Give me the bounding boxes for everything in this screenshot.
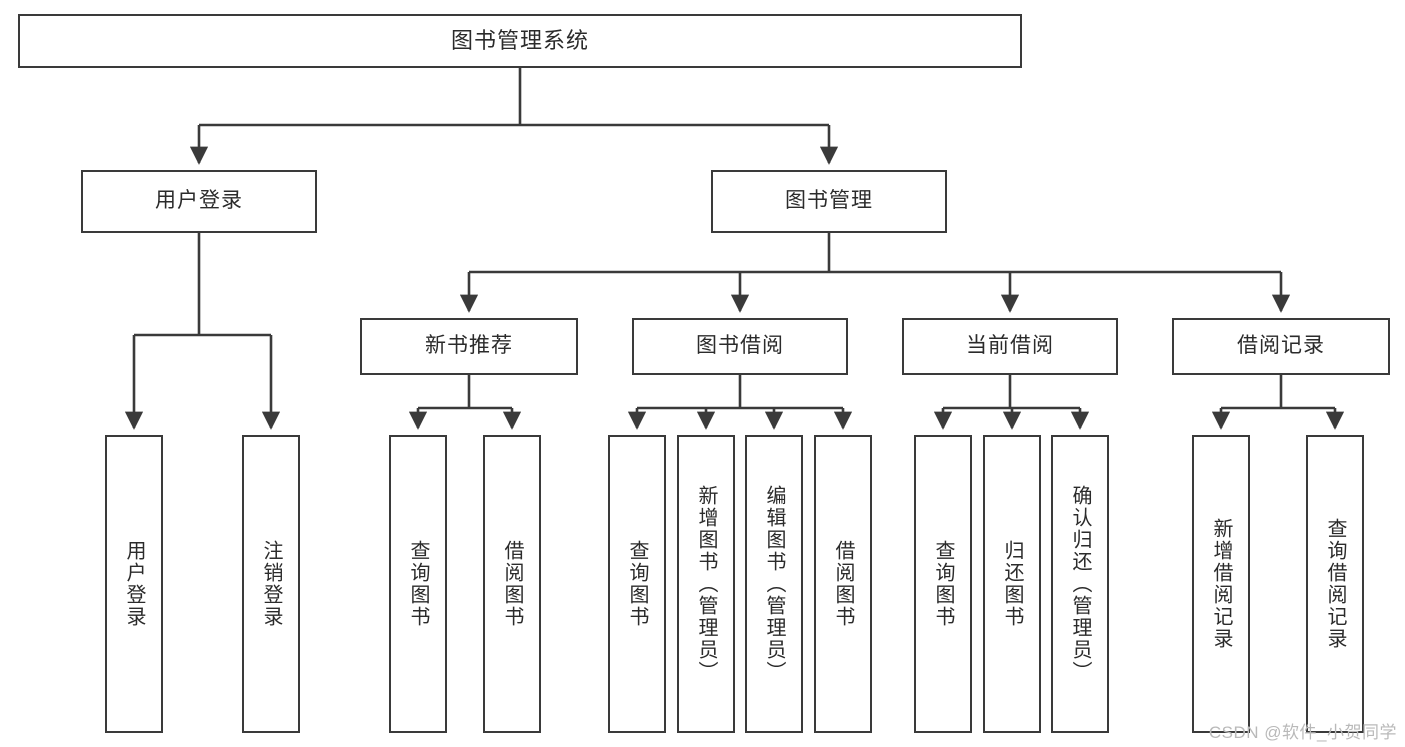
leaf-user-login-1-label: 用户登录: [123, 540, 145, 628]
node-root[interactable]: 图书管理系统: [18, 14, 1022, 68]
node-borrow-record[interactable]: 借阅记录: [1172, 318, 1390, 375]
leaf-user-login-1[interactable]: 用户登录: [105, 435, 163, 733]
leaf-book-borrow-3[interactable]: 编辑图书（管理员）: [745, 435, 803, 733]
leaf-current-borrow-1[interactable]: 查询图书: [914, 435, 972, 733]
node-user-login[interactable]: 用户登录: [81, 170, 317, 233]
node-book-manage-label: 图书管理: [785, 189, 873, 213]
leaf-new-book-1[interactable]: 查询图书: [389, 435, 447, 733]
node-book-manage[interactable]: 图书管理: [711, 170, 947, 233]
leaf-new-book-2-label: 借阅图书: [501, 540, 523, 628]
node-root-label: 图书管理系统: [450, 28, 589, 54]
node-borrow-record-label: 借阅记录: [1237, 334, 1325, 358]
leaf-current-borrow-3-label: 确认归还（管理员）: [1069, 485, 1091, 683]
leaf-book-borrow-3-label: 编辑图书（管理员）: [763, 485, 785, 683]
leaf-book-borrow-1-label: 查询图书: [626, 540, 648, 628]
leaf-book-borrow-2[interactable]: 新增图书（管理员）: [677, 435, 735, 733]
node-book-borrow-label: 图书借阅: [696, 334, 784, 358]
leaf-current-borrow-2-label: 归还图书: [1001, 540, 1023, 628]
leaf-user-login-2-label: 注销登录: [260, 540, 282, 628]
leaf-user-login-2[interactable]: 注销登录: [242, 435, 300, 733]
leaf-book-borrow-4[interactable]: 借阅图书: [814, 435, 872, 733]
leaf-borrow-record-1-label: 新增借阅记录: [1210, 518, 1232, 650]
leaf-new-book-2[interactable]: 借阅图书: [483, 435, 541, 733]
node-new-book-recommend-label: 新书推荐: [425, 334, 513, 358]
leaf-current-borrow-1-label: 查询图书: [932, 540, 954, 628]
leaf-book-borrow-1[interactable]: 查询图书: [608, 435, 666, 733]
node-current-borrow[interactable]: 当前借阅: [902, 318, 1118, 375]
leaf-book-borrow-2-label: 新增图书（管理员）: [695, 485, 717, 683]
leaf-borrow-record-2-label: 查询借阅记录: [1324, 518, 1346, 650]
leaf-borrow-record-1[interactable]: 新增借阅记录: [1192, 435, 1250, 733]
node-current-borrow-label: 当前借阅: [966, 334, 1054, 358]
leaf-new-book-1-label: 查询图书: [407, 540, 429, 628]
leaf-book-borrow-4-label: 借阅图书: [832, 540, 854, 628]
leaf-current-borrow-3[interactable]: 确认归还（管理员）: [1051, 435, 1109, 733]
leaf-borrow-record-2[interactable]: 查询借阅记录: [1306, 435, 1364, 733]
node-book-borrow[interactable]: 图书借阅: [632, 318, 848, 375]
node-new-book-recommend[interactable]: 新书推荐: [360, 318, 578, 375]
node-user-login-label: 用户登录: [155, 189, 243, 213]
leaf-current-borrow-2[interactable]: 归还图书: [983, 435, 1041, 733]
